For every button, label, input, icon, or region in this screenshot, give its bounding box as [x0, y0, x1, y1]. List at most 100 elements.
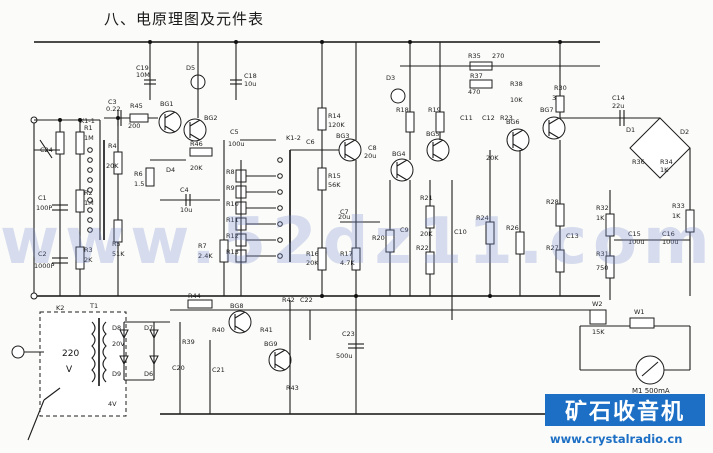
label-r2: R2 [84, 189, 93, 197]
label-r1: R1 [84, 124, 93, 132]
meter-needle [641, 361, 659, 377]
label-c19: C19 [136, 64, 149, 72]
resistor-r44 [187, 299, 213, 309]
label-bg8: BG8 [230, 302, 244, 310]
label-r35: R35 [468, 52, 481, 60]
label-r16-value: 20K [306, 259, 319, 267]
label-c9: C9 [400, 226, 409, 234]
label-r43: R43 [286, 384, 299, 392]
label-c5-value: 100u [228, 140, 245, 148]
label-r4-value: 20K [106, 162, 119, 170]
label-d6: D6 [144, 370, 153, 378]
resistor-r4 [113, 151, 123, 175]
label-d9: D9 [112, 370, 121, 378]
resistor-r20 [385, 229, 395, 253]
label-r46: R46 [190, 140, 203, 148]
rectifier-diodes [119, 321, 170, 381]
page-title: 八、电原理图及元件表 [104, 10, 265, 28]
resistor-r24 [485, 221, 495, 245]
label-c23: C23 [342, 330, 355, 338]
junction-dot [78, 118, 82, 122]
site-url: www.crystalradio.cn [550, 432, 683, 446]
transformer-t1 [91, 318, 107, 386]
resistor-r15 [317, 167, 327, 191]
resistor-r6 [145, 167, 155, 187]
label-c14-value: 22u [612, 102, 624, 110]
resistor-r28 [555, 203, 565, 227]
label-r9: R9 [226, 184, 235, 192]
label-4v: 4V [108, 400, 117, 408]
label-c1-value: 100P [36, 204, 52, 212]
label-r47-value: 20K [190, 164, 203, 172]
label-d2: D2 [680, 128, 689, 136]
resistor-r45 [129, 113, 149, 123]
brand-logo: 矿石收音机 [545, 394, 705, 426]
transistor-bg4 [390, 158, 414, 182]
label-r40: R40 [212, 326, 225, 334]
label-r7-value: 2.4K [198, 252, 213, 260]
label-r21-value: 20K [420, 230, 433, 238]
label-r15: R15 [328, 172, 341, 180]
diode-bridge [629, 117, 691, 179]
label-d4: D4 [166, 166, 175, 174]
label-c11: C11 [460, 114, 473, 122]
label-r18: R18 [396, 106, 409, 114]
label-r20: R20 [372, 234, 385, 242]
junction-dot [488, 294, 492, 298]
label-20v: 20V [112, 340, 125, 348]
label-r26: R26 [506, 224, 519, 232]
resistor-r19 [435, 111, 445, 133]
resistor-r5 [113, 219, 123, 243]
label-c2-value: 1000P [34, 262, 55, 270]
label-c12: C12 [482, 114, 495, 122]
label-v: V [66, 365, 73, 375]
transistor-bg2 [183, 118, 207, 142]
ground-terminal [30, 292, 38, 300]
label-r22: R22 [416, 244, 429, 252]
label-c16-value: 100u [662, 238, 679, 246]
resistor-r27 [555, 249, 565, 273]
label-r11: R11 [226, 216, 239, 224]
junction-dot [148, 40, 152, 44]
label-bg4: BG4 [392, 150, 406, 158]
label-r44: R44 [188, 292, 201, 300]
label-c1: C1 [38, 194, 47, 202]
label-c14: C14 [612, 94, 625, 102]
transistor-bg9 [268, 348, 292, 372]
label-c20: C20 [172, 364, 185, 372]
label-r45-value: 200 [128, 122, 140, 130]
label-r45: R45 [130, 102, 143, 110]
input-network [34, 120, 85, 296]
label-r3-value: 2K [84, 256, 93, 264]
label-r32: R32 [596, 204, 609, 212]
label-c22: C22 [300, 296, 313, 304]
label-c18: C18 [244, 72, 257, 80]
label-c21: C21 [212, 366, 225, 374]
label-r16: R16 [306, 250, 319, 258]
k1-1-switch [87, 120, 105, 240]
brand-text: 矿石收音机 [564, 400, 685, 425]
label-r31-value: 750 [596, 264, 608, 272]
label-c2: C2 [38, 250, 47, 258]
label-r34: R34 [660, 158, 673, 166]
label-r28: R28 [546, 198, 559, 206]
label-r31: R31 [596, 250, 609, 258]
resistor-r47 [189, 147, 213, 157]
label-c6: C6 [306, 138, 315, 146]
k1-2-switch [277, 150, 291, 262]
resistor-r7 [219, 239, 229, 263]
label-c16: C16 [662, 230, 675, 238]
resistor-r14 [317, 107, 327, 131]
meter-m1 [635, 355, 665, 385]
label-c19-value: 10M [136, 71, 150, 79]
label-r38-value: 10K [510, 96, 523, 104]
label-c8-value: 20u [364, 152, 376, 160]
label-r17: R17 [340, 250, 353, 258]
label-bg5: BG5 [426, 130, 440, 138]
label-bg7: BG7 [540, 106, 554, 114]
label-d7: D7 [144, 324, 153, 332]
label-r8: R8 [226, 168, 235, 176]
label-c23-value: 500u [336, 352, 353, 360]
label-r4: R4 [108, 142, 117, 150]
